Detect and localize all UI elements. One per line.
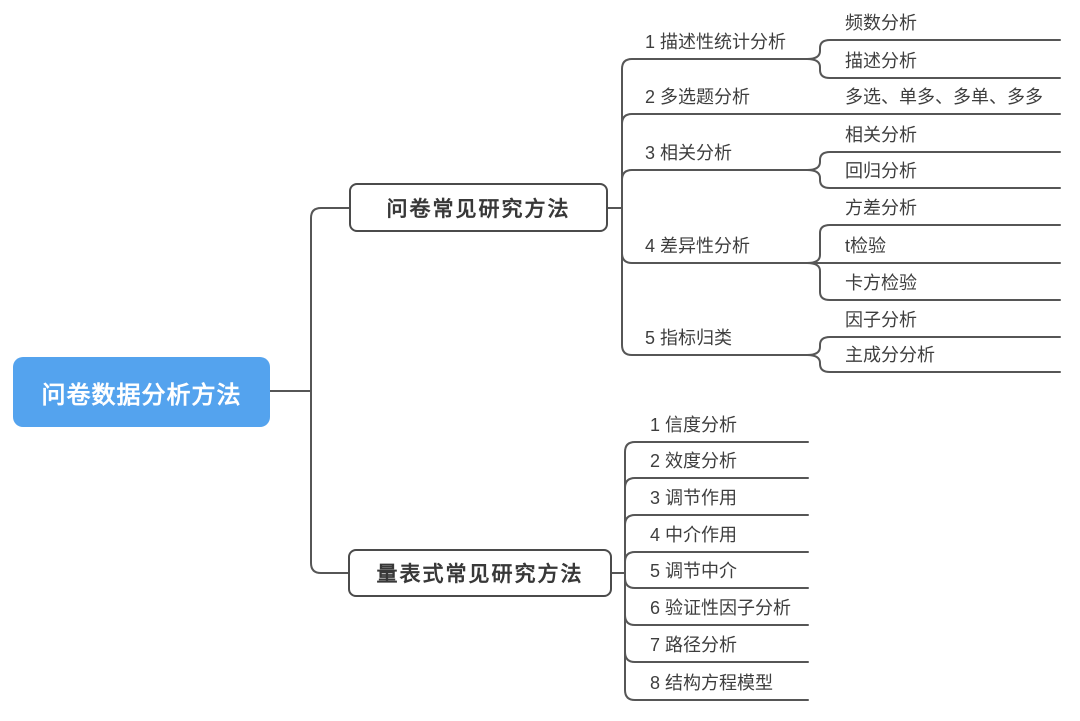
connector-line	[806, 58, 1061, 79]
connector-line	[624, 551, 809, 574]
connector-line	[806, 151, 1061, 171]
branch-topic-questionnaire-methods[interactable]: 问卷常见研究方法	[349, 183, 608, 232]
subtopic-label[interactable]: 4 中介作用	[650, 525, 738, 545]
subtopic-label[interactable]: 6 验证性因子分析	[650, 598, 792, 618]
connector-line	[310, 207, 350, 392]
connector-line	[621, 58, 808, 209]
connector-line	[806, 336, 1061, 356]
leaf-topic-label[interactable]: 频数分析	[845, 13, 917, 33]
leaf-topic-label[interactable]: 描述分析	[845, 51, 917, 71]
connector-line	[806, 224, 1061, 264]
connector-line	[806, 354, 1061, 373]
subtopic-label[interactable]: 2 效度分析	[650, 451, 738, 471]
leaf-topic-label[interactable]: 回归分析	[845, 161, 917, 181]
connector-line	[621, 207, 808, 356]
leaf-topic-label[interactable]: 主成分分析	[845, 345, 935, 365]
subtopic-label[interactable]: 8 结构方程模型	[650, 673, 774, 693]
subtopic-label[interactable]: 2 多选题分析	[645, 87, 751, 107]
connector-line	[621, 169, 808, 209]
leaf-topic-label[interactable]: 多选、单多、多单、多多	[845, 87, 1043, 107]
subtopic-label[interactable]: 1 描述性统计分析	[645, 32, 787, 52]
branch-topic-label: 量表式常见研究方法	[376, 563, 584, 586]
connector-line	[806, 169, 1061, 189]
branch-topic-label: 问卷常见研究方法	[386, 197, 571, 221]
leaf-topic-label[interactable]: t检验	[845, 236, 887, 256]
root-topic[interactable]: 问卷数据分析方法	[13, 357, 270, 427]
connector-line	[621, 113, 1061, 209]
subtopic-label[interactable]: 1 信度分析	[650, 415, 738, 435]
connector-line	[806, 262, 1061, 301]
connector-line	[624, 572, 809, 701]
branch-topic-scale-methods[interactable]: 量表式常见研究方法	[348, 549, 612, 597]
subtopic-label[interactable]: 3 相关分析	[645, 143, 733, 163]
subtopic-label[interactable]: 7 路径分析	[650, 635, 738, 655]
connector-line	[806, 39, 1061, 60]
connector-line	[624, 477, 809, 574]
subtopic-label[interactable]: 5 调节中介	[650, 561, 738, 581]
connector-line	[310, 390, 349, 574]
subtopic-label[interactable]: 3 调节作用	[650, 488, 738, 508]
leaf-topic-label[interactable]: 相关分析	[845, 125, 917, 145]
leaf-topic-label[interactable]: 卡方检验	[845, 273, 917, 293]
leaf-topic-label[interactable]: 方差分析	[845, 198, 917, 218]
subtopic-label[interactable]: 4 差异性分析	[645, 236, 751, 256]
connector-line	[624, 514, 809, 574]
subtopic-label[interactable]: 5 指标归类	[645, 328, 733, 348]
connector-line	[624, 441, 809, 574]
leaf-topic-label[interactable]: 因子分析	[845, 310, 917, 330]
root-topic-label: 问卷数据分析方法	[41, 381, 242, 409]
